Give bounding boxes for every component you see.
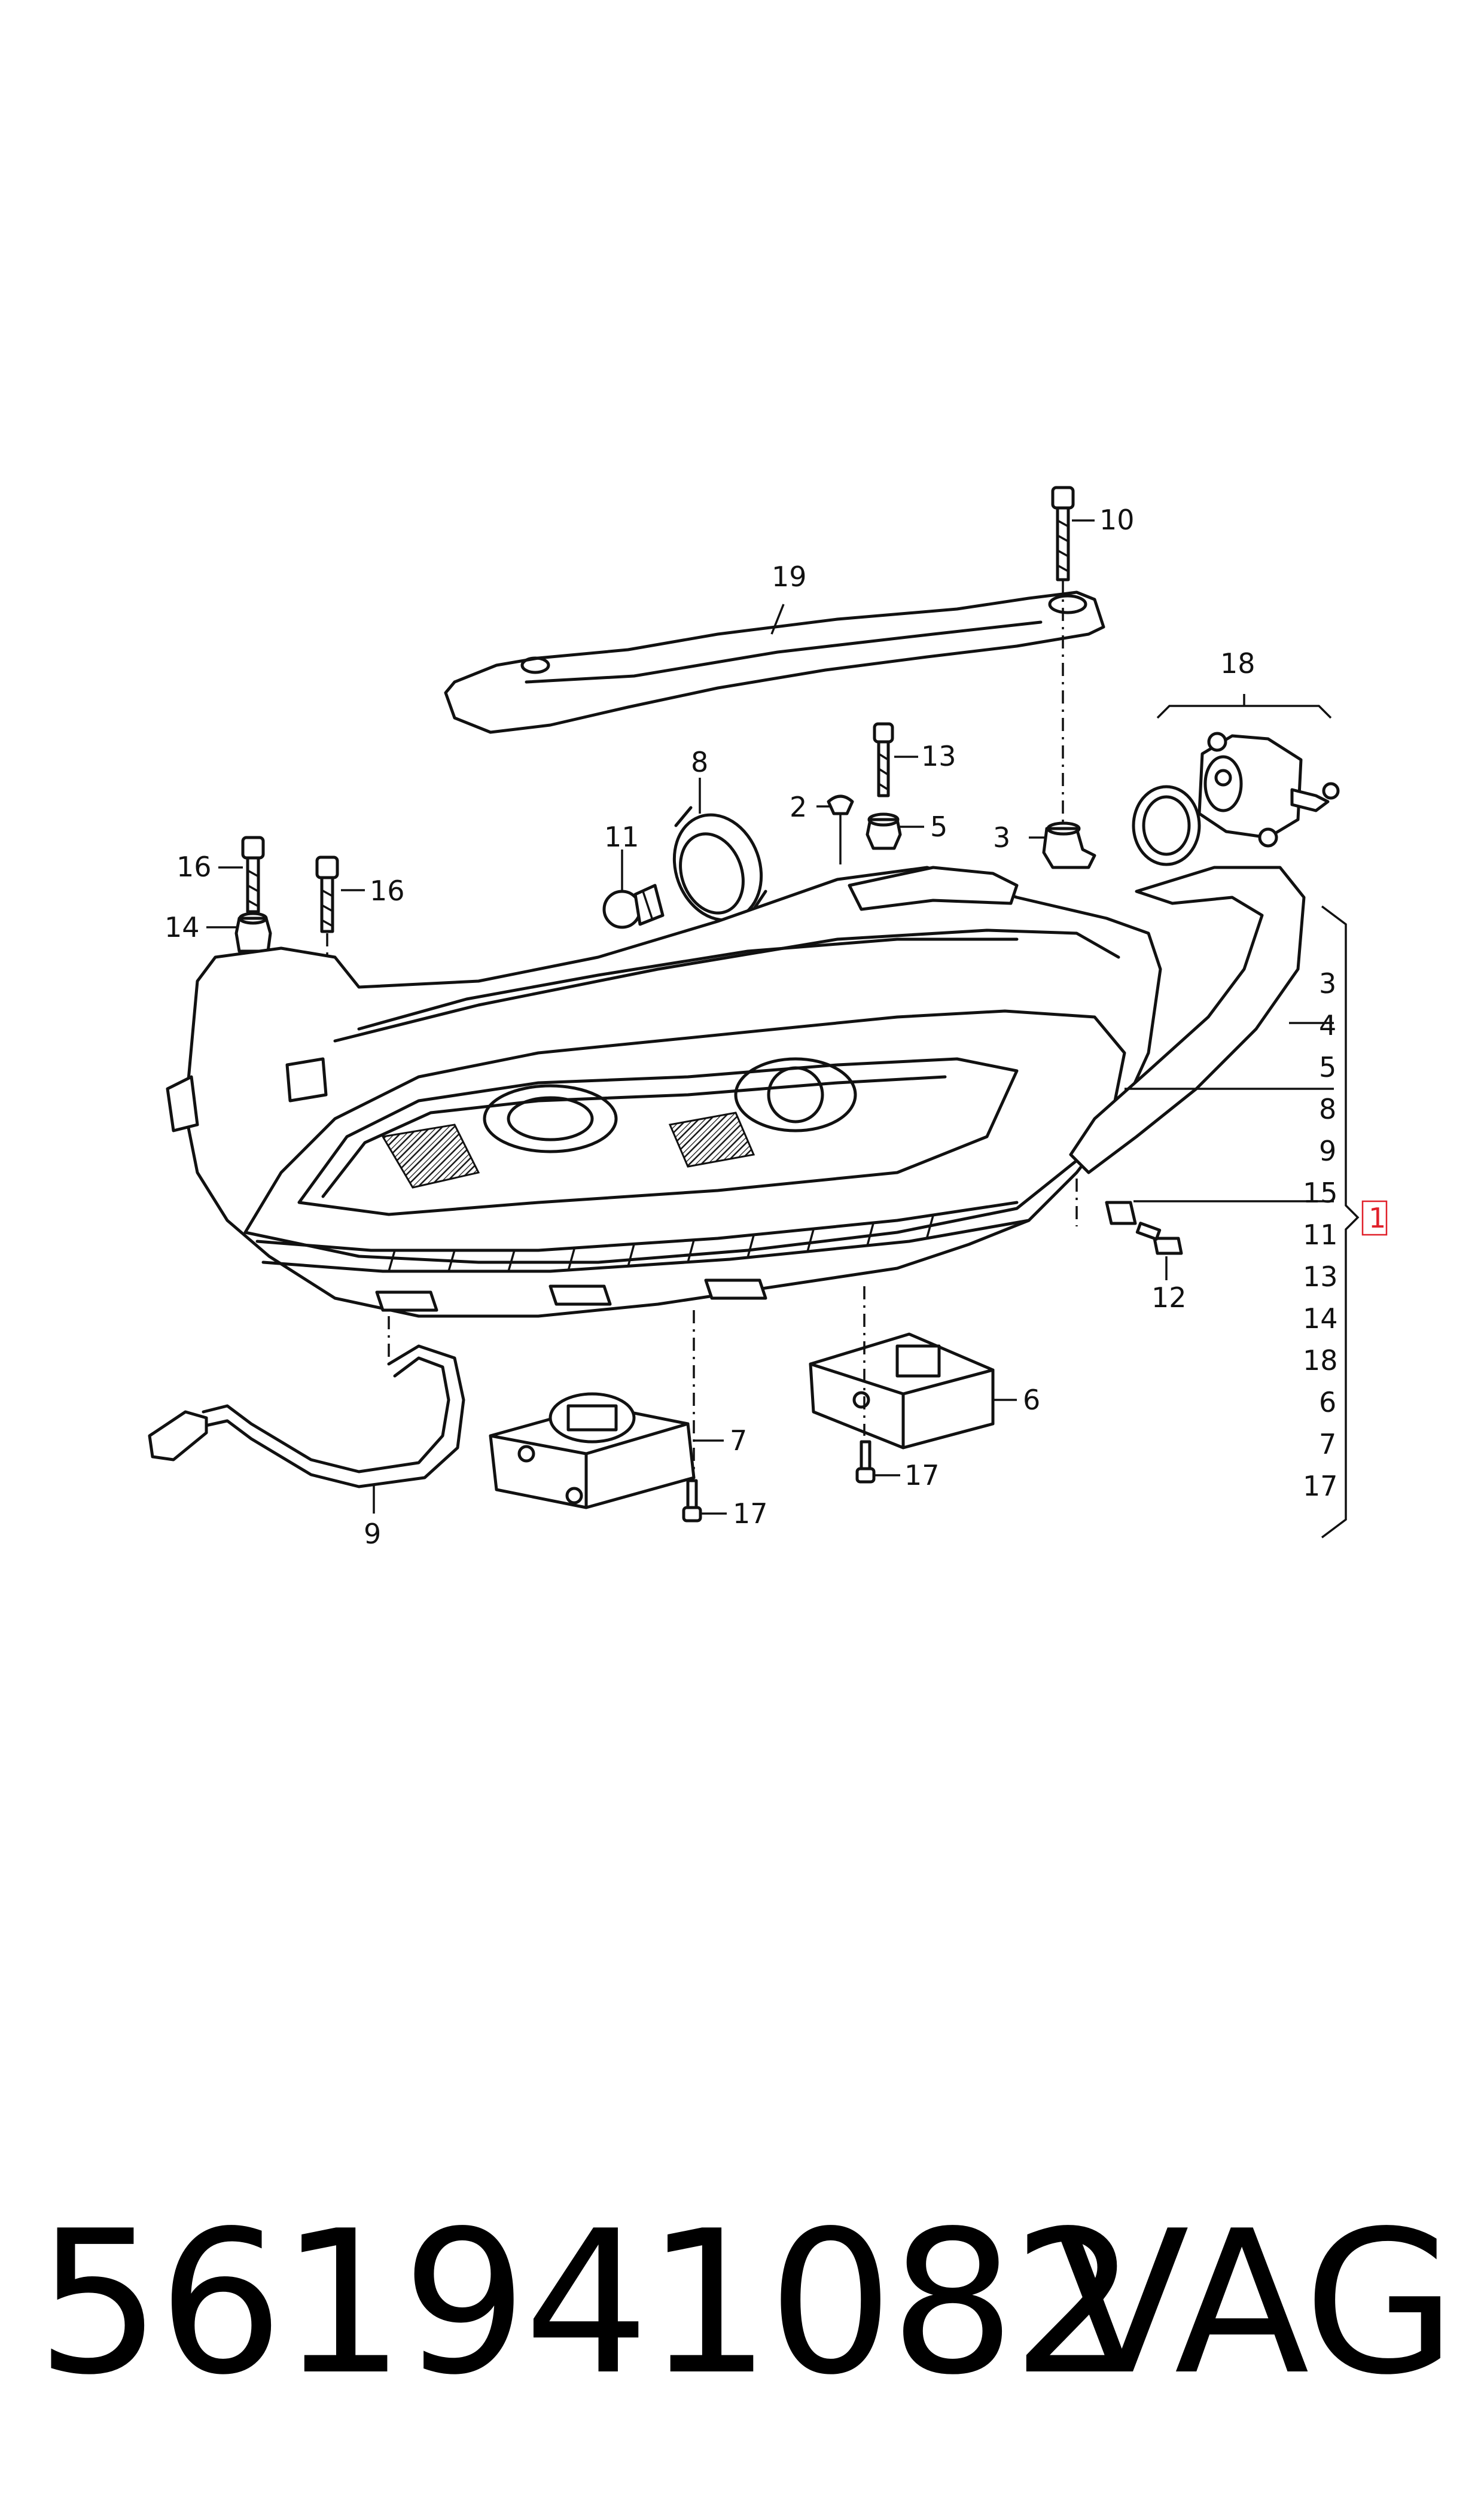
assembly-list-item: 11 bbox=[1303, 1219, 1338, 1251]
screw-13 bbox=[873, 722, 894, 797]
callout-2: 2 bbox=[790, 791, 807, 823]
callout-9: 9 bbox=[364, 1518, 381, 1550]
bracket-19 bbox=[444, 590, 1105, 734]
callout-3: 3 bbox=[993, 821, 1010, 854]
assembly-list-item: 14 bbox=[1303, 1302, 1338, 1335]
screw-16b bbox=[315, 855, 339, 933]
assembly-list-item: 6 bbox=[1319, 1386, 1336, 1418]
assembly-list-item: 3 bbox=[1319, 967, 1336, 1000]
cap-2 bbox=[827, 794, 854, 864]
screw-16a bbox=[241, 836, 265, 914]
bulb-11 bbox=[602, 884, 665, 929]
assembly-list-item: 15 bbox=[1303, 1177, 1338, 1209]
callout-8: 8 bbox=[691, 746, 708, 778]
control-unit-6 bbox=[809, 1332, 995, 1450]
brand-name: VAG bbox=[1054, 2188, 1456, 2418]
nut-14 bbox=[234, 912, 272, 953]
assembly-list-item: 13 bbox=[1303, 1260, 1338, 1293]
screw-17a bbox=[682, 1479, 702, 1523]
callout-12: 12 bbox=[1151, 1281, 1187, 1314]
callout-7: 7 bbox=[730, 1424, 747, 1457]
seal-strip-4 bbox=[1069, 866, 1306, 1174]
assembly-list-item: 9 bbox=[1319, 1135, 1336, 1167]
callout-11: 11 bbox=[604, 821, 639, 853]
grommet-5 bbox=[866, 812, 902, 850]
part-number: 561941082 bbox=[36, 2188, 1138, 2418]
control-unit-7 bbox=[489, 1392, 696, 1509]
callout-19: 19 bbox=[772, 561, 807, 593]
assembly-list-item: 17 bbox=[1303, 1470, 1338, 1502]
leader-lines bbox=[206, 519, 1334, 1515]
callout-13: 13 bbox=[921, 740, 956, 772]
actuator-18 bbox=[1132, 694, 1340, 866]
screw-17b bbox=[855, 1440, 876, 1484]
callout-14: 14 bbox=[164, 911, 200, 943]
callout-1-box bbox=[1361, 1200, 1388, 1236]
assembly-list: 3 4 5 8 9 15 11 13 14 18 6 7 17 bbox=[1303, 967, 1338, 1502]
assembly-list-item: 4 bbox=[1319, 1009, 1336, 1042]
clip-15 bbox=[1105, 1201, 1137, 1225]
headlight-housing bbox=[166, 866, 1162, 1318]
wiring-harness-9 bbox=[148, 1316, 465, 1488]
callout-17a: 17 bbox=[733, 1497, 768, 1530]
assembly-list-item: 18 bbox=[1303, 1344, 1338, 1377]
callout-6: 6 bbox=[1023, 1384, 1040, 1416]
screw-10 bbox=[1051, 486, 1075, 581]
assembly-list-item: 8 bbox=[1319, 1093, 1336, 1125]
clip-3 bbox=[1042, 821, 1096, 869]
assembly-list-item: 5 bbox=[1319, 1051, 1336, 1083]
callout-16a: 16 bbox=[176, 851, 212, 883]
screw-12 bbox=[1135, 1222, 1183, 1255]
callout-10: 10 bbox=[1099, 504, 1135, 536]
callout-17b: 17 bbox=[904, 1459, 940, 1491]
callout-5: 5 bbox=[930, 811, 947, 843]
callout-18: 18 bbox=[1220, 647, 1256, 680]
footer: 561941082 VAG bbox=[0, 2184, 1484, 2435]
assembly-list-item: 7 bbox=[1319, 1428, 1336, 1460]
callout-1: 1 bbox=[1369, 1202, 1386, 1234]
callout-16b: 16 bbox=[370, 875, 405, 907]
assembly-brace bbox=[1321, 905, 1360, 1539]
